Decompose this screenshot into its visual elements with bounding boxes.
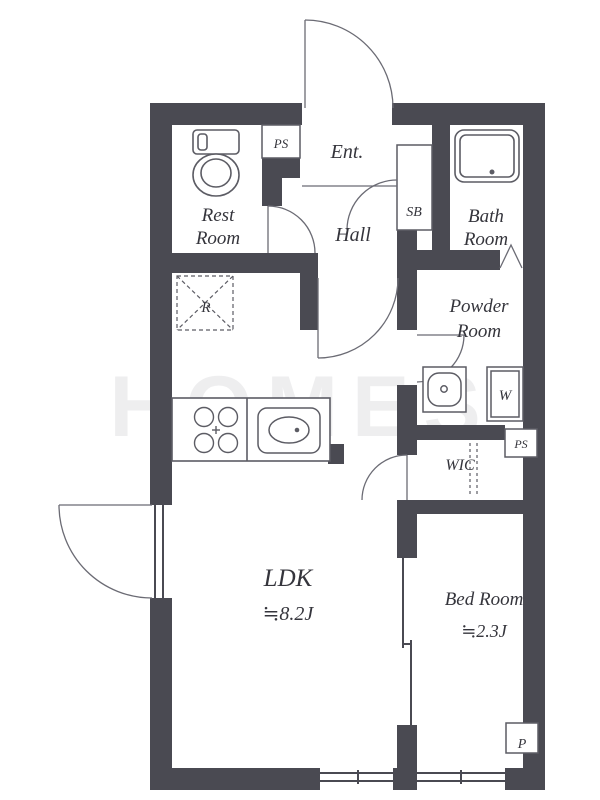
wall-top-right: [392, 103, 545, 125]
powder-label-line1: Powder: [448, 296, 509, 317]
wall-bedroom-north: [417, 500, 523, 514]
shoe-box: [396, 144, 433, 231]
shoebox-label: SB: [406, 205, 422, 220]
wall-hall-stub: [300, 273, 318, 330]
wall-divider-c: [397, 500, 417, 558]
sink-icon: [257, 407, 321, 454]
restroom-door-arc: [267, 205, 316, 254]
bedroom-size-label: ≒2.3J: [461, 621, 508, 641]
wall-bath-south: [415, 250, 500, 270]
ps-mid-label: PS: [513, 437, 527, 451]
hall-label: Hall: [334, 224, 371, 246]
ps-top-label: PS: [273, 136, 289, 151]
wall-top-left: [150, 103, 302, 125]
washer-icon: [486, 366, 524, 422]
sliding-door: [402, 558, 412, 725]
hall-door-arc: [317, 277, 399, 359]
wall-divider-a: [397, 270, 417, 330]
ps-top-box: [261, 124, 301, 159]
bath-folding-door: [499, 243, 523, 269]
wall-wic-north: [417, 425, 505, 440]
wall-divider-d: [397, 725, 417, 768]
wall-bottom-mid: [393, 768, 417, 790]
windows: [154, 505, 505, 784]
powder-sink-icon: [422, 366, 467, 413]
shoebox-door-arc: [346, 179, 398, 231]
wall-under-ps: [262, 158, 300, 178]
wall-bottom-left: [150, 768, 320, 790]
wic-label: WIC: [445, 457, 475, 474]
toilet-icon: [192, 129, 240, 197]
wall-left-upper: [150, 125, 172, 505]
terrace-door-arc: [58, 504, 153, 599]
ldk-size-label: ≒8.2J: [263, 603, 315, 625]
stove-icon: [193, 406, 239, 454]
fridge-label: R: [200, 300, 210, 316]
ldk-label: LDK: [263, 565, 314, 592]
wall-counter-nub: [328, 444, 344, 464]
fridge-space-icon: [176, 275, 234, 331]
restroom-label-line1: Rest: [201, 205, 235, 226]
wall-restroom-south: [172, 253, 318, 273]
wall-bath-west: [432, 125, 450, 252]
bedroom-label: Bed Room: [445, 589, 524, 610]
wic-door-arc: [361, 454, 408, 501]
p-box: [505, 722, 539, 754]
washer-label: W: [499, 388, 513, 404]
p-label: P: [517, 737, 527, 752]
bathroom-label-line2: Room: [463, 229, 508, 250]
ps-mid-box: [504, 428, 538, 458]
entrance-label: Ent.: [330, 141, 364, 163]
wall-left-lower: [150, 598, 172, 768]
bathtub-icon: [454, 129, 520, 183]
wic-hanger-dashes: [469, 443, 478, 497]
wall-restroom-east: [262, 178, 282, 206]
wall-divider-b: [397, 385, 417, 455]
entrance-door-arc: [304, 19, 394, 109]
restroom-label-line2: Room: [195, 228, 240, 249]
service-boxes: [261, 124, 539, 754]
powder-label-line2: Room: [456, 321, 501, 342]
wall-bottom-right: [505, 768, 545, 790]
wall-sb-south: [397, 228, 417, 270]
bathroom-label-line1: Bath: [468, 206, 504, 227]
